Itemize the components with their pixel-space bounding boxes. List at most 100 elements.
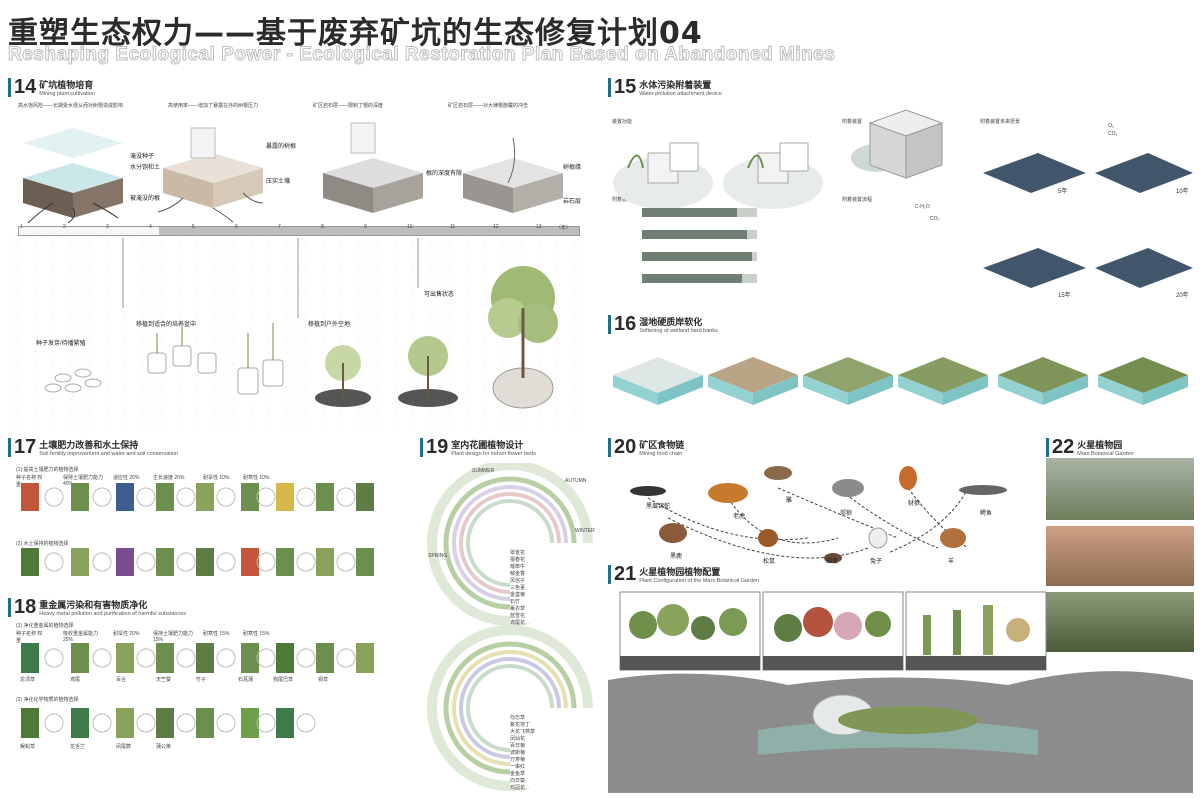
col-header: 生长速度 20% [153, 475, 185, 481]
col-header: 耐旱性 10% [203, 475, 230, 481]
label-root-edge: 树根缘 [563, 165, 582, 171]
label-limited-root-depth: 根的深度有限 [426, 171, 463, 177]
plant-name: 龙须草 [20, 677, 36, 683]
season-summer: SUMMER [472, 468, 495, 474]
timeline-unit: （年） [556, 225, 572, 231]
col-header: 适应性 20% [113, 475, 140, 481]
label-submerged-seed: 淹没种子 [130, 154, 155, 160]
timeline-tick: 9 [364, 224, 367, 230]
box-label-function: 装置功能 [612, 119, 633, 125]
label-rock-layer: 岩石层 [563, 199, 582, 205]
plant-name: 蒲公英 [156, 744, 172, 750]
col-header: 保持土壤肥力能力 15% [153, 631, 194, 643]
plant-name: 龙舌兰 [70, 744, 86, 750]
col-header: 耐旱性 20% [113, 631, 140, 637]
timeline-tick: 2 [63, 224, 66, 230]
pots [147, 323, 284, 395]
plant-name: 凤尾蕨 [116, 744, 132, 750]
soil-block-4 [463, 137, 563, 213]
timeline-tick: 4 [149, 224, 152, 230]
plant-name: 竹子 [196, 677, 207, 683]
season-wheels [427, 463, 600, 791]
year-10: 10年 [1176, 189, 1189, 195]
plant-name: 蜈蚣草 [20, 744, 36, 750]
stage-label-sellable: 可出售状态 [424, 292, 455, 298]
plant-cards-purification [21, 643, 374, 738]
timeline-tick: 13 [536, 224, 542, 230]
timeline-tick: 1 [20, 224, 23, 230]
group-water-conservation: (2) 水土保持的植物选择 [16, 541, 69, 547]
plant-name: 石菖蒲 [238, 677, 254, 683]
caption-1: 高水饱风险——长期受水侵从而对树根造成影响 [18, 103, 124, 109]
chem-co2-process: CO₂ [930, 216, 940, 222]
box-label-device: 附着装置 [842, 119, 863, 125]
timeline-tick: 11 [450, 224, 456, 230]
col-header: 种子名称 权重 [16, 631, 43, 644]
animal-eagle: 雕 [786, 498, 793, 504]
year-15: 15年 [1058, 293, 1071, 299]
animal-crocodile: 鳄鱼 [980, 511, 993, 517]
col-header: 耐寒性 10% [243, 475, 270, 481]
chem-ch2o: C-H₂O [915, 204, 930, 210]
animal-jackal: 豺狼 [908, 501, 921, 507]
animal-coyote: 郊狼 [840, 511, 853, 517]
label-compacted-soil: 压实土壤 [266, 179, 291, 185]
timeline-tick: 7 [278, 224, 281, 230]
plant-cards-fertility [21, 483, 374, 576]
caption-4: 矿区岩石层——对大律根施覆的冲击 [448, 103, 529, 109]
col-header: 保持土壤肥力能力 40% [63, 475, 104, 487]
food-chain-diagram [630, 466, 1007, 563]
mars-garden-photo-2 [1046, 526, 1194, 586]
col-header: 种子名称 权重 [16, 475, 43, 488]
bank-softening-sequence [613, 357, 1188, 405]
year-5: 5年 [1058, 189, 1068, 195]
soil-block-2 [157, 127, 264, 223]
animal-goat: 羊 [948, 559, 955, 565]
animal-tiger: 老虎 [733, 514, 746, 520]
plant-stage-drawings [44, 238, 558, 409]
animal-squirrel: 松鼠 [763, 559, 776, 565]
outdoor-trees [315, 336, 458, 407]
mars-garden-photo-1 [1046, 458, 1194, 520]
future-blocks [983, 153, 1193, 288]
animal-snake: 黑眉锦蛇 [646, 504, 671, 510]
timeline-tick: 5 [192, 224, 195, 230]
plant-name: 鸢尾 [70, 677, 81, 683]
plant-name: 狗尾巴草 [273, 677, 294, 683]
season-winter: WINTER [575, 528, 595, 534]
caption-2: 高使用率——增加了暴露在外的树根压力 [168, 103, 259, 109]
stage-label-outdoor: 移植到户外空地 [308, 322, 351, 328]
plant-growth-stages [8, 238, 590, 428]
soil-block-1 [23, 128, 123, 223]
water-device-drawings [613, 109, 1193, 288]
timeline-tick: 6 [235, 224, 238, 230]
soil-root-illustrations [23, 122, 563, 223]
label-saturated-soil: 水分饱和土 [130, 165, 161, 171]
col-header: 耐寒性 15% [203, 631, 230, 637]
animal-deer: 黑鹿 [670, 554, 683, 560]
mars-garden-photo-3 [1046, 592, 1194, 652]
year-20: 20年 [1176, 293, 1189, 299]
timeline-tick: 8 [321, 224, 324, 230]
timeline-tick: 3 [106, 224, 109, 230]
stage-label-pot: 移植到适合的培养盆中 [136, 322, 197, 328]
chem-o2: O₂ [1108, 123, 1114, 129]
soil-block-3 [323, 122, 423, 213]
mars-garden-section [608, 591, 1193, 793]
composition-bars [612, 206, 762, 296]
